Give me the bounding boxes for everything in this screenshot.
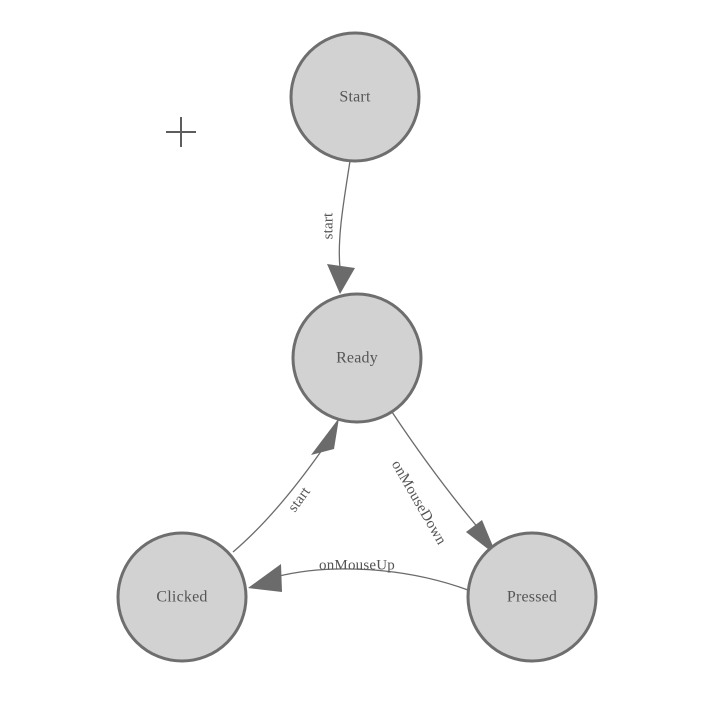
node-label-start: Start — [339, 89, 371, 106]
arrowhead-icon — [248, 564, 282, 592]
edge-label-clicked-ready: start — [285, 484, 314, 516]
node-label-clicked: Clicked — [156, 589, 207, 606]
edge-start-to-ready[interactable]: start — [320, 160, 355, 294]
edge-label-pressed-clicked: onMouseUp — [319, 557, 395, 573]
edge-label-ready-pressed: onMouseDown — [388, 458, 449, 548]
edge-label-start-ready: start — [320, 212, 336, 239]
edge-clicked-to-ready[interactable]: start — [232, 418, 339, 553]
node-ready[interactable]: Ready — [291, 292, 423, 424]
edge-line — [274, 568, 469, 591]
node-shape — [466, 531, 598, 663]
node-shape — [289, 31, 421, 163]
arrowhead-icon — [311, 418, 339, 455]
edge-pressed-to-clicked[interactable]: onMouseUp — [248, 557, 469, 592]
edge-line — [232, 449, 323, 553]
node-shape — [291, 292, 423, 424]
crosshair-icon — [166, 117, 196, 147]
node-clicked[interactable]: Clicked — [116, 531, 248, 663]
node-label-pressed: Pressed — [507, 589, 557, 606]
edge-ready-to-pressed[interactable]: onMouseDown — [388, 411, 497, 556]
node-pressed[interactable]: Pressed — [466, 531, 598, 663]
arrowhead-icon — [466, 520, 497, 556]
node-start[interactable]: Start — [289, 31, 421, 163]
edge-line — [338, 160, 351, 269]
node-shape — [116, 531, 248, 663]
node-label-ready: Ready — [336, 350, 378, 367]
arrowhead-icon — [327, 264, 355, 294]
